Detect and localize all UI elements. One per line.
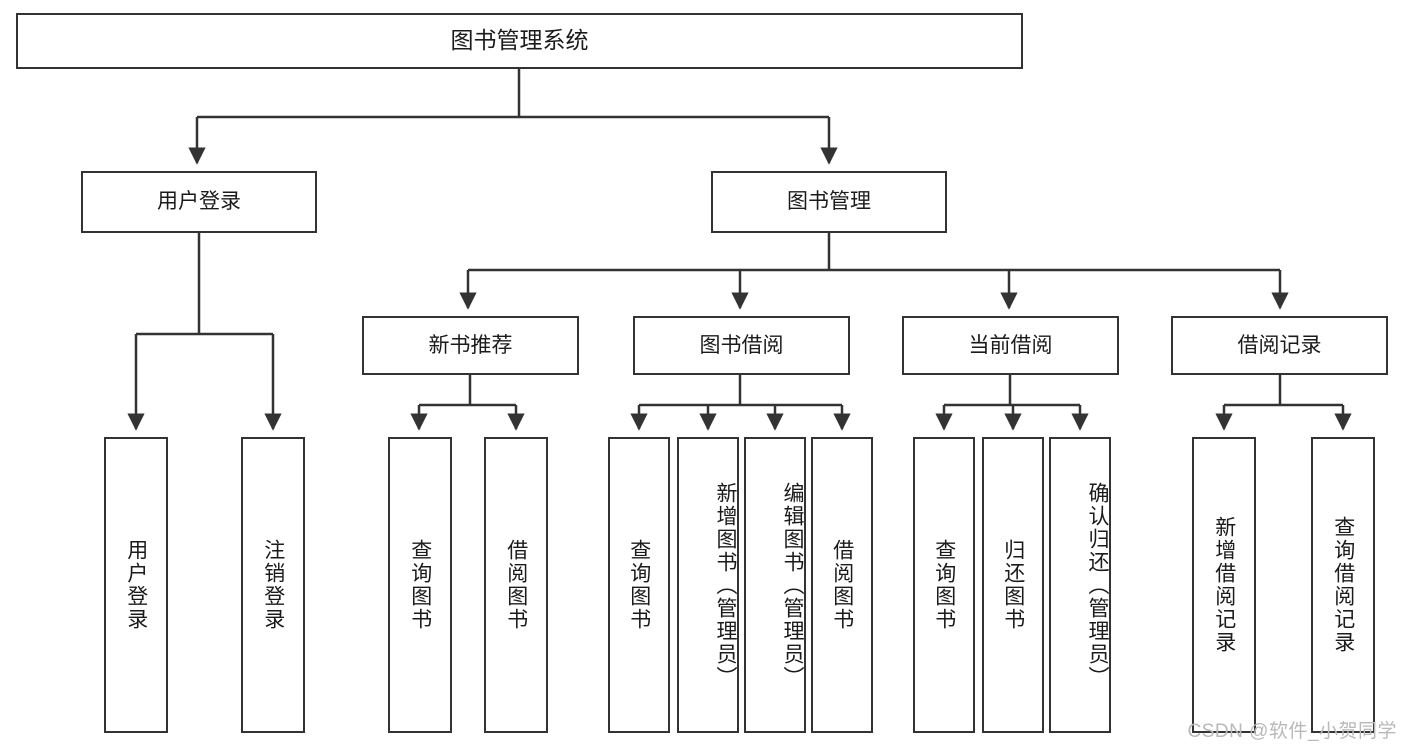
node-root[interactable]: 图书管理系统 [16,13,1023,69]
node-leaf-edit-book-admin-label: 编辑图书（管理员） [781,481,804,689]
node-leaf-query-borrow-record-label: 查询借阅记录 [1331,516,1355,654]
node-new-book-recommend[interactable]: 新书推荐 [362,316,579,375]
node-current-borrow-label: 当前借阅 [968,333,1053,357]
node-book-borrow[interactable]: 图书借阅 [633,316,850,375]
node-leaf-user-login[interactable]: 用户登录 [104,437,168,733]
node-leaf-borrow-book-1[interactable]: 借阅图书 [484,437,548,733]
node-leaf-query-book-1-label: 查询图书 [408,539,432,631]
node-leaf-add-book-admin[interactable]: 新增图书（管理员） [677,437,739,733]
node-leaf-user-login-label: 用户登录 [124,539,148,631]
node-leaf-query-borrow-record[interactable]: 查询借阅记录 [1311,437,1375,733]
node-leaf-borrow-book-2-label: 借阅图书 [830,539,854,631]
node-root-label: 图书管理系统 [450,27,589,54]
node-book-borrow-label: 图书借阅 [699,333,784,357]
node-leaf-query-book-3-label: 查询图书 [932,539,956,631]
node-leaf-query-book-2-label: 查询图书 [627,539,651,631]
node-leaf-return-book-label: 归还图书 [1001,539,1025,631]
node-current-borrow[interactable]: 当前借阅 [902,316,1119,375]
node-leaf-confirm-return-admin-label: 确认归还（管理员） [1086,481,1109,689]
node-leaf-confirm-return-admin[interactable]: 确认归还（管理员） [1049,437,1111,733]
node-leaf-borrow-book-1-label: 借阅图书 [504,539,528,631]
node-leaf-user-logout[interactable]: 注销登录 [241,437,305,733]
node-borrow-record[interactable]: 借阅记录 [1171,316,1388,375]
node-leaf-query-book-3[interactable]: 查询图书 [913,437,975,733]
node-leaf-add-book-admin-label: 新增图书（管理员） [714,481,737,689]
node-leaf-add-borrow-record[interactable]: 新增借阅记录 [1192,437,1256,733]
node-user-login[interactable]: 用户登录 [81,171,317,233]
node-leaf-add-borrow-record-label: 新增借阅记录 [1212,516,1236,654]
watermark-text: CSDN @软件_小贺同学 [1187,721,1397,742]
node-book-manage[interactable]: 图书管理 [711,171,947,233]
node-new-book-recommend-label: 新书推荐 [428,333,513,357]
node-leaf-return-book[interactable]: 归还图书 [982,437,1044,733]
node-leaf-borrow-book-2[interactable]: 借阅图书 [811,437,873,733]
node-book-manage-label: 图书管理 [787,190,871,214]
node-leaf-query-book-1[interactable]: 查询图书 [388,437,452,733]
node-leaf-query-book-2[interactable]: 查询图书 [608,437,670,733]
node-leaf-edit-book-admin[interactable]: 编辑图书（管理员） [744,437,806,733]
node-borrow-record-label: 借阅记录 [1237,333,1322,357]
node-leaf-user-logout-label: 注销登录 [261,539,285,631]
node-user-login-label: 用户登录 [157,190,241,214]
